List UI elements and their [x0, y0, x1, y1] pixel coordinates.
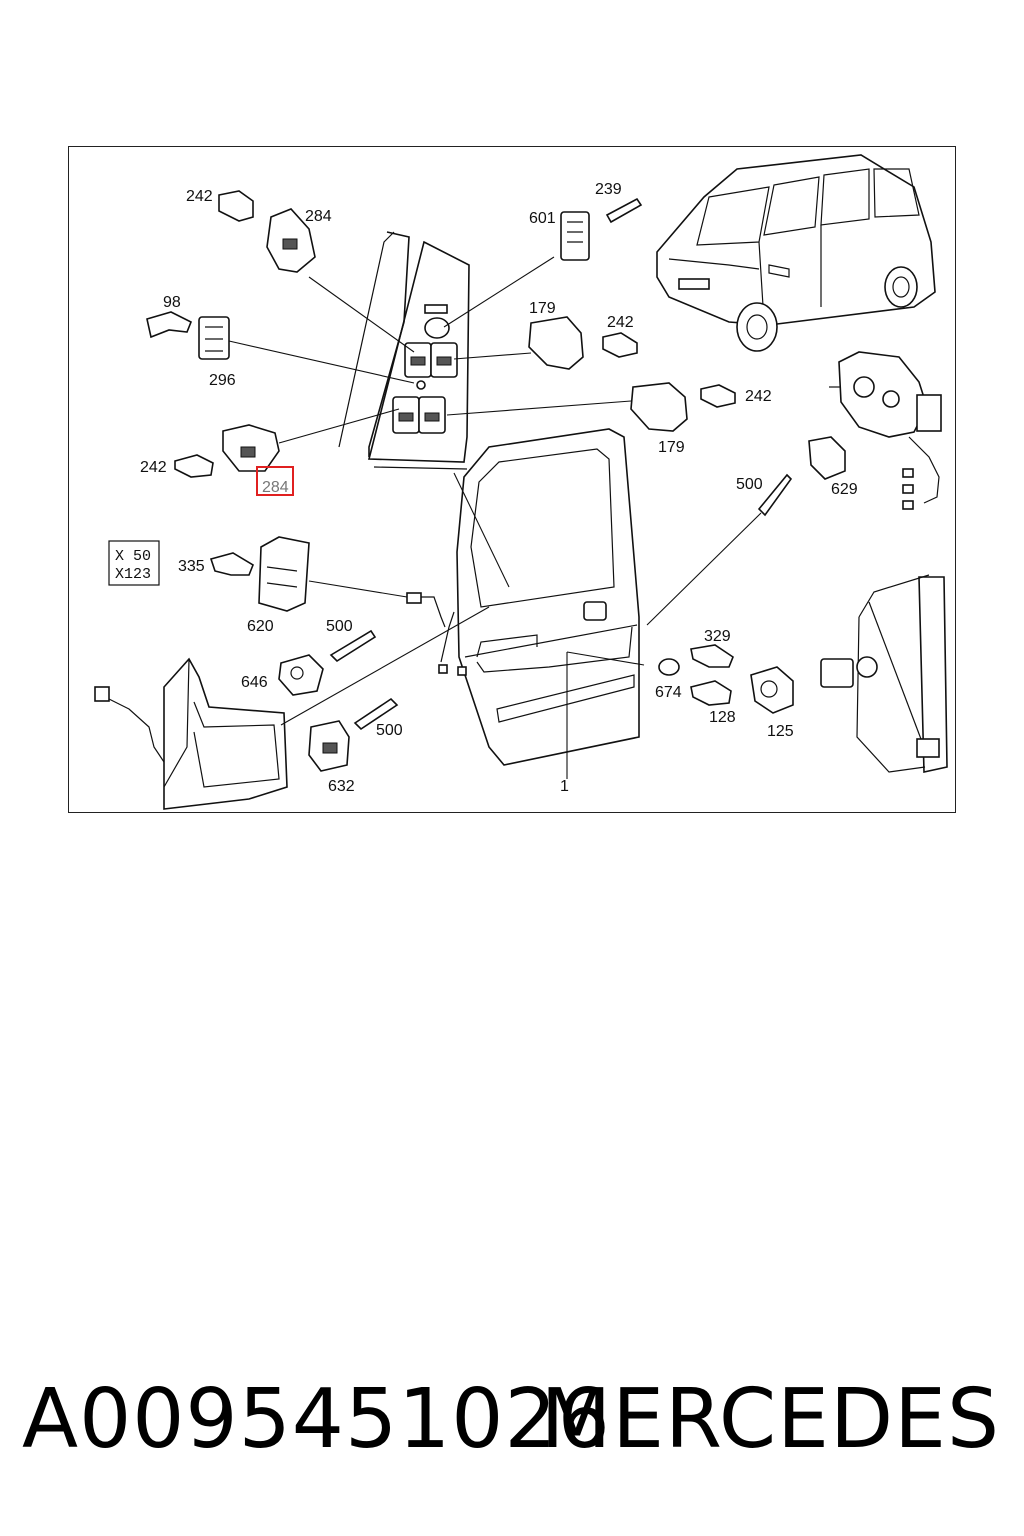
- door-lock-illustration: [829, 351, 942, 510]
- callout-284-highlighted: 284: [262, 479, 289, 496]
- callout-128: 128: [709, 709, 736, 726]
- callout-239: 239: [595, 181, 622, 198]
- callout-242: 242: [186, 188, 213, 205]
- switch-console-panel: [338, 231, 470, 470]
- xref-line-2: X123: [115, 566, 151, 583]
- callout-335: 335: [178, 558, 205, 575]
- part-number: A0095451026: [22, 1372, 611, 1467]
- van-illustration: [656, 154, 936, 352]
- callout-labels: 242 284 601 239 98 296 179 242 242 179 2…: [140, 181, 858, 795]
- mirror-illustration: [94, 657, 288, 810]
- callout-629: 629: [831, 481, 858, 498]
- callout-674: 674: [655, 684, 682, 701]
- callout-500: 500: [376, 722, 403, 739]
- callout-284: 284: [305, 208, 332, 225]
- callout-179: 179: [529, 300, 556, 317]
- brand-name: MERCEDES: [540, 1372, 1000, 1467]
- parts-diagram-frame: 242 284 601 239 98 296 179 242 242 179 2…: [68, 146, 956, 813]
- xref-line-1: X 50: [115, 548, 151, 565]
- front-door-illustration: [406, 428, 640, 766]
- leader-lines: [228, 256, 762, 779]
- callout-329: 329: [704, 628, 731, 645]
- callout-242: 242: [745, 388, 772, 405]
- callout-500: 500: [736, 476, 763, 493]
- callout-242: 242: [140, 459, 167, 476]
- callout-632: 632: [328, 778, 355, 795]
- callout-601: 601: [529, 210, 556, 227]
- callout-620: 620: [247, 618, 274, 635]
- parts-diagram: 242 284 601 239 98 296 179 242 242 179 2…: [94, 154, 948, 810]
- callout-500: 500: [326, 618, 353, 635]
- callout-1: 1: [560, 778, 569, 795]
- highlight-box: [256, 466, 294, 496]
- parts-small: [146, 190, 846, 772]
- callout-98: 98: [163, 294, 181, 311]
- callout-179: 179: [658, 439, 685, 456]
- caption: A0095451026 MERCEDES: [0, 1370, 1024, 1480]
- window-regulator-illustration: [820, 574, 948, 773]
- callout-646: 646: [241, 674, 268, 691]
- callout-296: 296: [209, 372, 236, 389]
- callout-125: 125: [767, 723, 794, 740]
- callout-242: 242: [607, 314, 634, 331]
- xref-box: X 50 X123: [108, 540, 160, 586]
